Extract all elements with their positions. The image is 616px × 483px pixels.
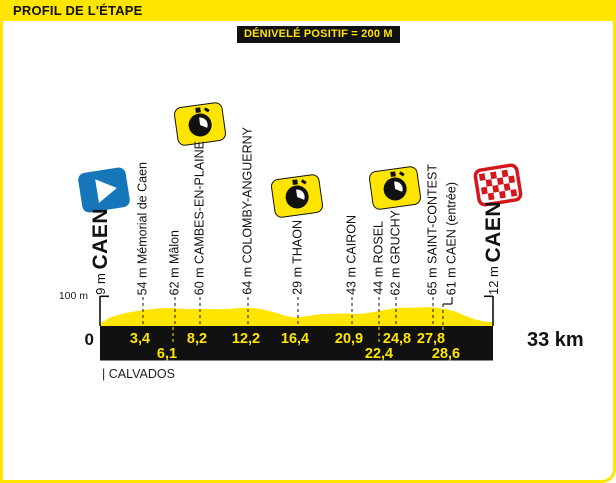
distance-label: 24,8 [383, 331, 411, 347]
distance-bar [100, 326, 493, 361]
elevation-scale-label: 100 m [58, 290, 88, 302]
elevation-area [100, 307, 493, 326]
elevation-gain-badge: DÉNIVELÉ POSITIF = 200 M [237, 26, 400, 43]
page-title: PROFIL DE L'ÉTAPE [13, 3, 143, 18]
stopwatch-icon [368, 166, 422, 210]
stopwatch-icon [270, 174, 324, 218]
distance-label: 3,4 [130, 331, 150, 347]
start-flag-icon [78, 167, 130, 213]
distance-label: 20,9 [335, 331, 363, 347]
distance-label: 6,1 [157, 346, 177, 362]
stopwatch-icon [173, 102, 227, 146]
distance-label: 12,2 [232, 331, 260, 347]
total-distance-label: 33 km [527, 329, 584, 351]
distance-label: 16,4 [281, 331, 309, 347]
start-km-label: 0 [84, 330, 94, 349]
distance-label: 22,4 [365, 346, 393, 362]
title-bar: PROFIL DE L'ÉTAPE [0, 0, 616, 21]
finish-flag-icon [473, 163, 523, 207]
distance-label: 28,6 [432, 346, 460, 362]
distance-label: 8,2 [187, 331, 207, 347]
region-label: | CALVADOS [102, 367, 175, 381]
distance-label: 27,8 [417, 331, 445, 347]
